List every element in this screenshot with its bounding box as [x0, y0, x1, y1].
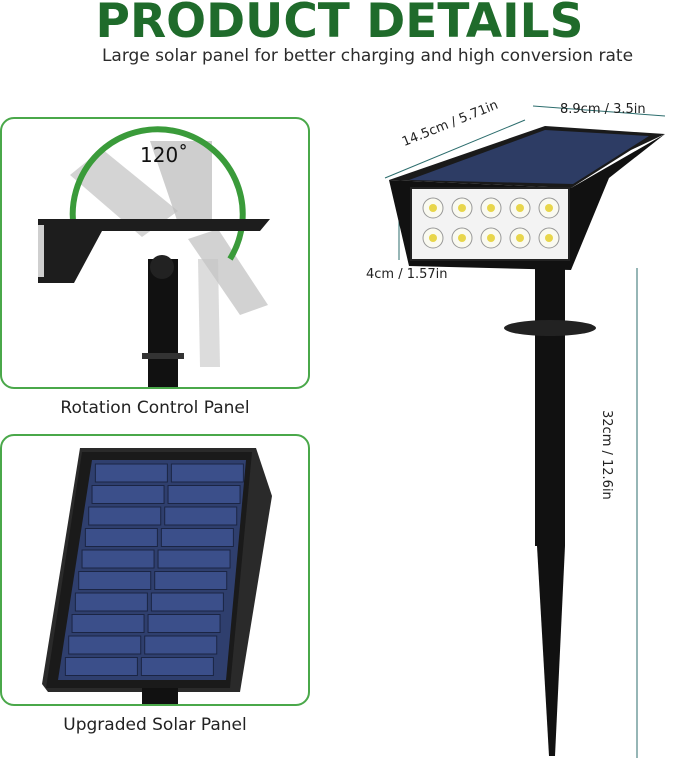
- solar-cell: [170, 463, 244, 483]
- solar-cell: [144, 635, 218, 655]
- solar-light-illustration: [384, 105, 666, 758]
- solar-panel-box: [0, 434, 310, 706]
- solar-cell: [140, 657, 214, 676]
- led-core: [429, 204, 437, 212]
- led-core: [545, 204, 553, 212]
- page-title: PRODUCT DETAILS: [95, 0, 584, 49]
- solar-cell: [167, 485, 241, 504]
- led-core: [487, 234, 495, 242]
- solar-cell: [81, 549, 155, 569]
- solar-cell: [88, 506, 162, 526]
- solar-cell: [154, 571, 228, 590]
- solar-cell: [78, 571, 152, 590]
- solar-caption: Upgraded Solar Panel: [63, 715, 247, 735]
- solar-cell: [68, 635, 142, 655]
- solar-cell: [94, 463, 168, 483]
- led-core: [458, 234, 466, 242]
- led-core: [516, 234, 524, 242]
- led-core: [516, 204, 524, 212]
- solar-cell: [157, 549, 231, 569]
- solar-cell: [64, 657, 138, 676]
- led-array: [422, 197, 560, 249]
- rotation-angle-label: 120˚: [140, 143, 189, 167]
- solar-cell: [91, 485, 165, 504]
- led-core: [429, 234, 437, 242]
- solar-cell: [160, 528, 234, 547]
- led-core: [458, 204, 466, 212]
- height-dimension: 4cm / 1.57in: [366, 267, 448, 282]
- solar-cell: [71, 614, 145, 633]
- rotation-caption: Rotation Control Panel: [60, 398, 250, 418]
- led-core: [545, 234, 553, 242]
- solar-cell: [164, 506, 238, 526]
- solar-cells: [64, 463, 244, 676]
- solar-cell: [74, 592, 148, 612]
- page-subtitle: Large solar panel for better charging an…: [101, 46, 634, 66]
- solar-panel-illustration: [42, 448, 272, 704]
- rotation-illustration: [38, 126, 270, 387]
- width-dimension: 8.9cm / 3.5in: [560, 102, 646, 117]
- solar-cell: [84, 528, 158, 547]
- led-core: [487, 204, 495, 212]
- stake-dimension: 32cm / 12.6in: [599, 410, 614, 500]
- solar-cell: [147, 614, 221, 633]
- rotation-panel-box: 120˚: [0, 117, 310, 389]
- solar-cell: [150, 592, 224, 612]
